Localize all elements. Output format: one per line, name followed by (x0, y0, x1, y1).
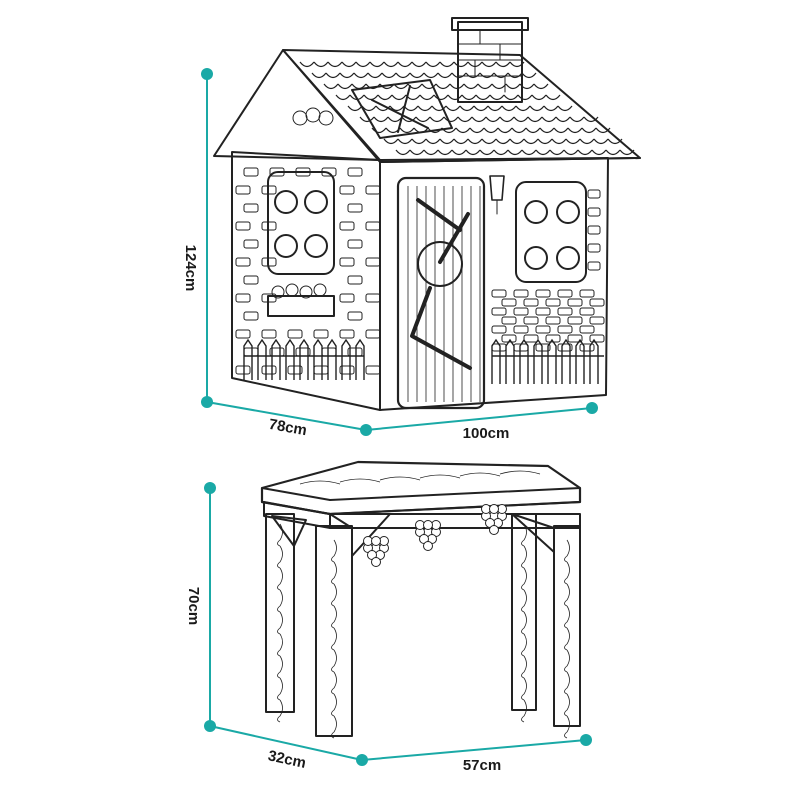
table-width-line (361, 739, 587, 761)
front-left-leg (315, 525, 353, 737)
side-window (267, 171, 335, 275)
table-depth-line (209, 725, 363, 761)
house-height-label: 124cm (182, 245, 199, 292)
table-legs (265, 513, 581, 739)
flower-box (267, 283, 335, 317)
front-right-leg (553, 525, 581, 727)
house-height-top-dot (201, 68, 213, 80)
front-door (396, 176, 486, 410)
back-right-leg (511, 513, 537, 711)
table-width-label: 57cm (463, 757, 501, 774)
playhouse-drawing (213, 17, 641, 411)
table-depth-label: 32cm (266, 747, 307, 772)
roof (213, 49, 641, 163)
table-dimensions: 70cm 32cm 57cm (185, 482, 592, 774)
birds-decoration (292, 107, 334, 126)
house-side-wall (231, 151, 381, 411)
corner-braces (271, 513, 555, 557)
house-width-line (365, 407, 593, 431)
table-drawing (260, 460, 582, 739)
table-width-end-dot (580, 734, 592, 746)
table-height-label: 70cm (185, 587, 202, 625)
house-dimensions: 124cm 78cm 100cm (182, 68, 598, 442)
house-front-wall (379, 157, 609, 411)
table-top (260, 460, 582, 516)
grapes-decoration (363, 504, 507, 567)
front-window (515, 181, 587, 283)
table-height-top-dot (204, 482, 216, 494)
house-depth-label: 78cm (267, 416, 308, 439)
wall-lamp (489, 175, 505, 215)
roof-window (351, 79, 453, 139)
chimney (451, 17, 529, 103)
house-width-label: 100cm (463, 425, 510, 442)
door-window (417, 241, 463, 287)
house-depth-line (206, 401, 367, 431)
house-width-end-dot (586, 402, 598, 414)
back-left-leg (265, 513, 295, 713)
